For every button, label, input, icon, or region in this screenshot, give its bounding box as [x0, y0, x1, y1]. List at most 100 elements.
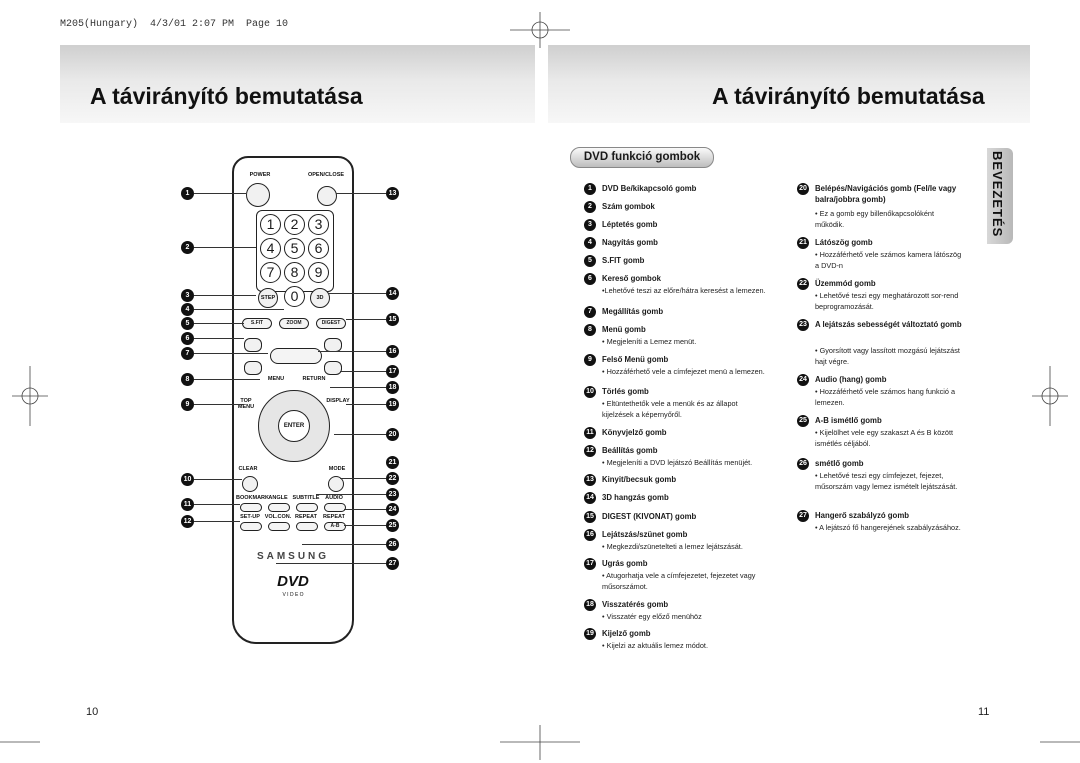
digit-9: 9	[308, 262, 329, 283]
repeat-button	[296, 522, 318, 531]
callout-24: 24	[386, 503, 399, 516]
skip-forward-button	[324, 361, 342, 375]
item-description: • Ez a gomb egy billenőkapcsolóként műkö…	[815, 209, 934, 229]
item-label: Szám gombok	[602, 202, 655, 211]
volcon-button	[268, 522, 290, 531]
item-label: A-B ismétlő gomb	[815, 416, 882, 425]
item-number: 21	[797, 237, 809, 249]
open-close-label: OPEN/CLOSE	[307, 172, 345, 178]
item-number: 24	[797, 374, 809, 386]
item-description: • Megjeleníti a Lemez menüt.	[602, 337, 697, 346]
item-description: • Hozzáférhető vele a címfejezet menü a …	[602, 367, 765, 376]
callout-14: 14	[386, 287, 399, 300]
angle-label: ANGLE	[268, 495, 288, 501]
digit-2: 2	[284, 214, 305, 235]
callout-1: 1	[181, 187, 194, 200]
leader-line	[344, 525, 386, 526]
leader-line	[316, 494, 386, 495]
item-label: Visszatérés gomb	[602, 600, 669, 609]
item-number: 17	[584, 558, 596, 570]
right-page-number: 11	[978, 706, 990, 718]
side-tab-label: BEVEZETÉS	[990, 151, 1005, 238]
leader-line	[302, 544, 386, 545]
subtitle-button	[296, 503, 318, 512]
video-logo: V I D E O	[282, 592, 304, 598]
item-label: Hangerő szabályzó gomb	[815, 511, 910, 520]
callout-27: 27	[386, 557, 399, 570]
item-label: Kijelző gomb	[602, 629, 651, 638]
menu-label: MENU	[267, 376, 285, 382]
leader-line	[194, 323, 244, 324]
item-description: • A lejátszó fő hangerejének szabályzásá…	[815, 523, 961, 532]
callout-8: 8	[181, 373, 194, 386]
angle-button	[268, 503, 290, 512]
right-page-title: A távirányító bemutatása	[712, 83, 985, 109]
callout-17: 17	[386, 365, 399, 378]
setup-label: SET-UP	[240, 514, 260, 520]
callout-26: 26	[386, 538, 399, 551]
callout-25: 25	[386, 519, 399, 532]
callout-5: 5	[181, 317, 194, 330]
skip-back-button	[244, 361, 262, 375]
callout-15: 15	[386, 313, 399, 326]
digit-1: 1	[260, 214, 281, 235]
callout-2: 2	[181, 241, 194, 254]
item-number: 20	[797, 183, 809, 195]
leader-line	[194, 247, 256, 248]
ab-repeat-button: A-B	[324, 522, 346, 531]
leader-line	[194, 353, 268, 354]
leader-line	[334, 434, 386, 435]
top-menu-label: TOP MENU	[237, 398, 255, 410]
item-label: Léptetés gomb	[602, 220, 658, 229]
item-label: Nagyítás gomb	[602, 238, 658, 247]
item-number: 13	[584, 474, 596, 486]
callout-16: 16	[386, 345, 399, 358]
item-label: 3D hangzás gomb	[602, 493, 669, 502]
callout-13: 13	[386, 187, 399, 200]
clear-label: CLEAR	[238, 466, 258, 472]
item-number: 18	[584, 599, 596, 611]
callout-7: 7	[181, 347, 194, 360]
digit-5: 5	[284, 238, 305, 259]
remote-control: POWER OPEN/CLOSE 1 2 3 4 5 6 7 8 9 0 STE…	[232, 156, 354, 644]
power-button	[246, 183, 270, 207]
item-number: 8	[584, 324, 596, 336]
item-number: 1	[584, 183, 596, 195]
item-label: DIGEST (KIVONAT) gomb	[602, 512, 697, 521]
item-number: 11	[584, 427, 596, 439]
leader-line	[194, 193, 246, 194]
item-label: Felső Menü gomb	[602, 355, 669, 364]
mode-label: MODE	[328, 466, 346, 472]
item-number: 23	[797, 319, 809, 331]
open-close-button	[317, 186, 337, 206]
leader-line	[340, 371, 386, 372]
item-number: 4	[584, 237, 596, 249]
leader-line	[194, 479, 242, 480]
search-forward-button	[324, 338, 342, 352]
audio-button	[324, 503, 346, 512]
item-number: 15	[584, 511, 596, 523]
side-tab: BEVEZETÉS	[987, 148, 1013, 244]
display-label: DISPLAY	[326, 398, 350, 404]
callout-20: 20	[386, 428, 399, 441]
item-label: DVD Be/kikapcsoló gomb	[602, 184, 697, 193]
zoom-button: ZOOM	[279, 318, 309, 329]
leader-line	[336, 193, 386, 194]
item-description: • Lehetővé teszi egy meghatározott sor-r…	[815, 291, 959, 311]
leader-line	[340, 478, 386, 479]
item-label: smétlő gomb	[815, 459, 864, 468]
3d-button: 3D	[310, 288, 330, 308]
item-label: Ugrás gomb	[602, 559, 648, 568]
item-label: S.FIT gomb	[602, 256, 645, 265]
item-label: Látószög gomb	[815, 238, 873, 247]
leader-line	[346, 404, 386, 405]
stop-play-button	[270, 348, 322, 364]
item-number: 2	[584, 201, 596, 213]
mode-button	[328, 476, 344, 492]
digit-0: 0	[284, 286, 305, 307]
item-number: 27	[797, 510, 809, 522]
volcon-label: VOL.CON.	[264, 514, 292, 520]
digit-6: 6	[308, 238, 329, 259]
digit-3: 3	[308, 214, 329, 235]
